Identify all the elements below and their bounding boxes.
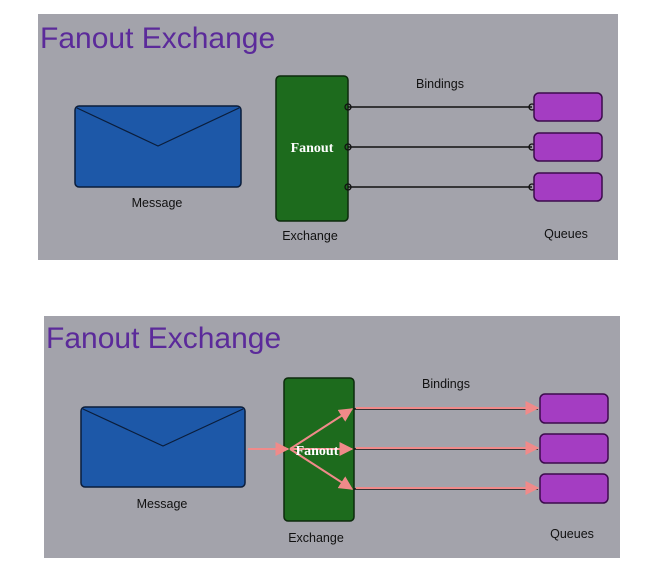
exchange-type-label: Fanout [291,141,334,156]
envelope-icon [74,105,242,188]
queue-box-1 [539,393,609,424]
exchange-label: Exchange [282,229,338,243]
message-label: Message [137,497,188,511]
queue-group [533,92,603,202]
binding-connector [344,183,352,191]
diagram-panel-static: Fanout Exchange Message Fanout Exchange … [38,14,618,260]
diagram-title: Fanout Exchange [46,322,281,355]
queues-label: Queues [550,527,594,541]
exchange-label: Exchange [288,531,344,545]
binding-connector [344,143,352,151]
queue-group [539,393,609,504]
bindings-label: Bindings [416,77,464,91]
diagram-title: Fanout Exchange [40,22,275,55]
flow-arrows [248,401,540,495]
bindings-label: Bindings [422,377,470,391]
diagram-canvas: Fanout Exchange Message Fanout Exchange [44,316,620,558]
message-label: Message [132,196,183,210]
envelope-icon [80,406,246,488]
queue-box-1 [533,92,603,122]
queue-box-2 [539,433,609,464]
diagram-canvas: Fanout Exchange Message Fanout Exchange … [38,14,618,260]
queues-label: Queues [544,227,588,241]
queue-box-3 [533,172,603,202]
binding-lines [344,103,536,191]
binding-connector [344,103,352,111]
exchange-box [275,75,349,222]
queue-box-2 [533,132,603,162]
diagram-panel-flow: Fanout Exchange Message Fanout Exchange [44,316,620,558]
fanout-arrow-3 [289,448,354,490]
queue-box-3 [539,473,609,504]
fanout-arrow-1 [289,408,354,450]
exchange-type-label: Fanout [296,444,339,459]
